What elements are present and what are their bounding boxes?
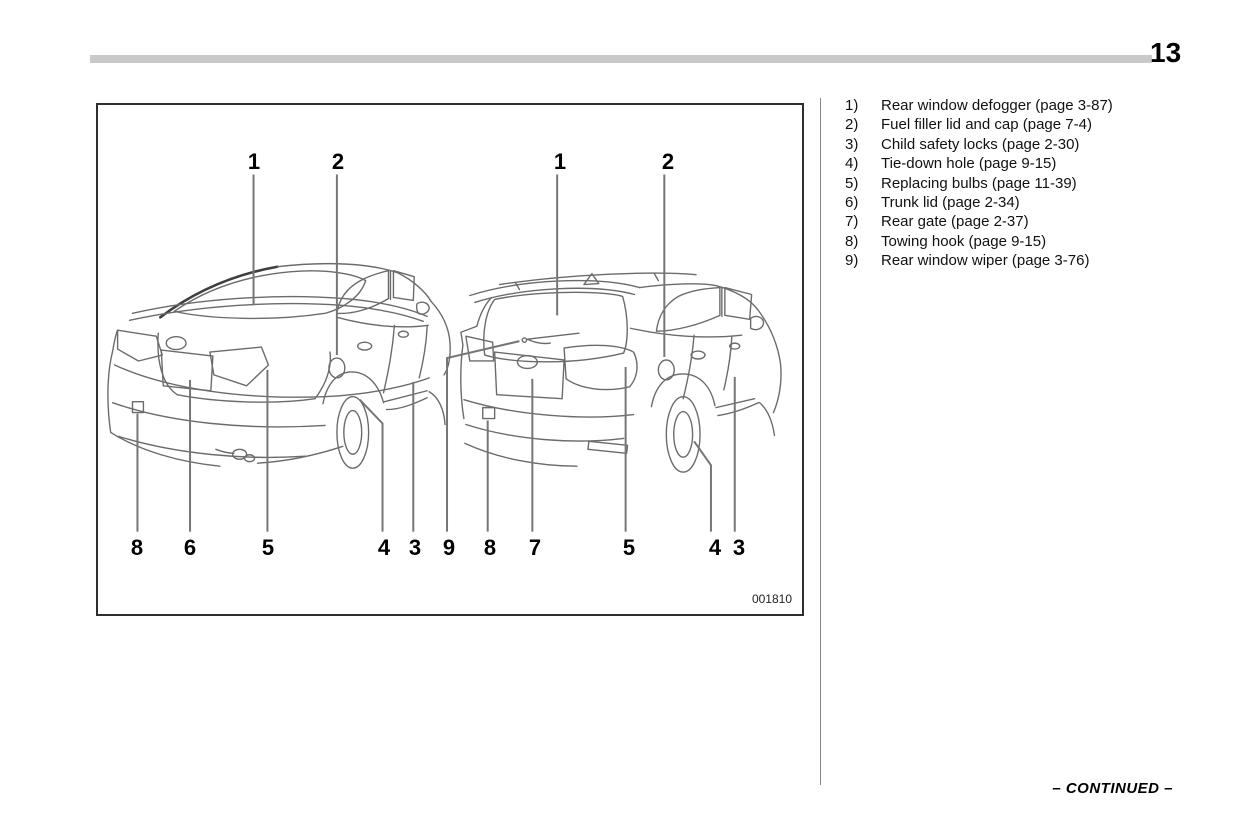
legend-item-number: 5)	[845, 174, 859, 192]
callout-number: 2	[661, 149, 675, 174]
legend-item-text: Child safety locks (page 2-30)	[881, 135, 1080, 153]
sedan-rear-diagram	[107, 262, 451, 469]
legend-item-text: Rear window wiper (page 3-76)	[881, 252, 1090, 270]
callout-number: 4	[708, 535, 722, 560]
legend-item-number: 4)	[845, 155, 859, 173]
legend-item: 9) Rear window wiper (page 3-76)	[845, 251, 1235, 270]
legend-item: 2) Fuel filler lid and cap (page 7-4)	[845, 115, 1235, 134]
legend-item-text: Trunk lid (page 2-34)	[881, 194, 1020, 212]
callout-number: 9	[442, 535, 456, 560]
car-diagram	[107, 174, 782, 532]
continued-label: – CONTINUED –	[1052, 780, 1173, 797]
legend-item: 3) Child safety locks (page 2-30)	[845, 135, 1235, 154]
legend-item-number: 6)	[845, 194, 859, 212]
legend-item-number: 1)	[845, 97, 859, 114]
callout-number: 3	[732, 535, 746, 560]
legend-item-text: Rear window defogger (page 3-87)	[881, 97, 1113, 114]
callout-number: 7	[528, 535, 542, 560]
legend-item-text: Replacing bulbs (page 11-39)	[881, 174, 1077, 192]
legend-list: 1) Rear window defogger (page 3-87) 2) F…	[845, 96, 1235, 271]
hatchback-rear-diagram	[460, 272, 782, 473]
legend-item-number: 7)	[845, 213, 859, 231]
callout-number: 2	[331, 149, 345, 174]
figure-box: 1 2 1 2 8 6 5 4 3 9 8 7 5 4 3 001810	[96, 103, 804, 616]
callout-number: 5	[622, 535, 636, 560]
legend-item-number: 2)	[845, 116, 859, 134]
legend-item: 5) Replacing bulbs (page 11-39)	[845, 174, 1235, 193]
callout-number: 6	[183, 535, 197, 560]
legend-item-number: 9)	[845, 252, 859, 270]
callout-number: 3	[408, 535, 422, 560]
legend-item: 4) Tie-down hole (page 9-15)	[845, 154, 1235, 173]
callout-number: 5	[261, 535, 275, 560]
figure-code: 001810	[751, 592, 792, 606]
legend-item: 7) Rear gate (page 2-37)	[845, 212, 1235, 231]
callout-number: 4	[377, 535, 391, 560]
callout-number: 1	[247, 149, 261, 174]
legend-item: 8) Towing hook (page 9-15)	[845, 232, 1235, 251]
legend-item: 6) Trunk lid (page 2-34)	[845, 193, 1235, 212]
column-divider	[820, 98, 821, 785]
legend-item-text: Rear gate (page 2-37)	[881, 213, 1029, 231]
legend-item-number: 3)	[845, 135, 859, 153]
callout-lines	[136, 174, 736, 532]
legend-item-number: 8)	[845, 232, 859, 250]
legend-item-text: Tie-down hole (page 9-15)	[881, 155, 1057, 173]
legend-item-text: Fuel filler lid and cap (page 7-4)	[881, 116, 1092, 134]
page-number: 13	[1150, 37, 1182, 68]
callout-number: 8	[130, 535, 144, 560]
legend-item: 1) Rear window defogger (page 3-87)	[845, 96, 1235, 115]
header-rule	[90, 55, 1152, 63]
legend-item-text: Towing hook (page 9-15)	[881, 232, 1047, 250]
callout-number: 1	[553, 149, 567, 174]
callout-number: 8	[483, 535, 497, 560]
